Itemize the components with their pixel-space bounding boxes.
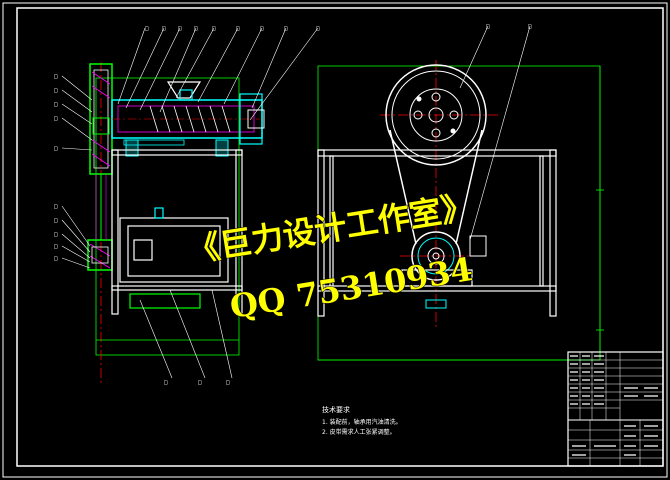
balloon-6: □ <box>236 25 240 32</box>
balloon-17: □ <box>54 231 58 238</box>
balloon-5: □ <box>212 25 216 32</box>
front-stand-frame <box>111 149 243 315</box>
small-pulley <box>411 231 461 281</box>
front-view <box>87 62 265 385</box>
inner-border <box>16 7 664 467</box>
balloon-3: □ <box>178 25 182 32</box>
title-block <box>567 351 664 467</box>
balloon-2: □ <box>162 25 166 32</box>
balloon-12: □ <box>54 101 58 108</box>
side-stand-frame <box>317 149 557 317</box>
balloon-20: □ <box>164 379 168 386</box>
balloon-1: □ <box>145 25 149 32</box>
motor <box>119 207 229 309</box>
balloon-10: □ <box>54 73 58 80</box>
balloon-7: □ <box>260 25 264 32</box>
balloon-11: □ <box>54 87 58 94</box>
balloon-23: □ <box>486 23 490 30</box>
balloon-16: □ <box>54 217 58 224</box>
balloon-13: □ <box>54 115 58 122</box>
balloon-9: □ <box>316 25 320 32</box>
part-balloons: □ □ □ □ □ □ □ □ □ □ □ □ □ □ □ □ □ □ □ □ … <box>54 23 532 386</box>
balloon-22: □ <box>226 379 230 386</box>
balloon-18: □ <box>54 243 58 250</box>
balloon-15: □ <box>54 203 58 210</box>
balloon-19: □ <box>54 255 58 262</box>
notes-heading: 技术要求 <box>322 405 350 414</box>
notes-line-2: 2. 皮带需求人工张紧调整。 <box>322 428 396 436</box>
technical-notes: 技术要求 1. 装配前，轴承用汽油清洗。 2. 皮带需求人工张紧调整。 <box>322 405 402 436</box>
balloon-21: □ <box>198 379 202 386</box>
feed-hopper <box>166 81 202 99</box>
balloon-24: □ <box>528 23 532 30</box>
part-leaders <box>61 25 531 379</box>
balloon-8: □ <box>284 25 288 32</box>
drive-belt <box>389 129 483 245</box>
side-view <box>317 60 604 361</box>
screw-press-barrel <box>111 93 265 146</box>
large-pulley <box>385 64 487 166</box>
balloon-4: □ <box>194 25 198 32</box>
balloon-14: □ <box>54 145 58 152</box>
notes-line-1: 1. 装配前，轴承用汽油清洗。 <box>322 418 402 426</box>
watermark-contact: QQ 75310934 <box>227 250 475 326</box>
